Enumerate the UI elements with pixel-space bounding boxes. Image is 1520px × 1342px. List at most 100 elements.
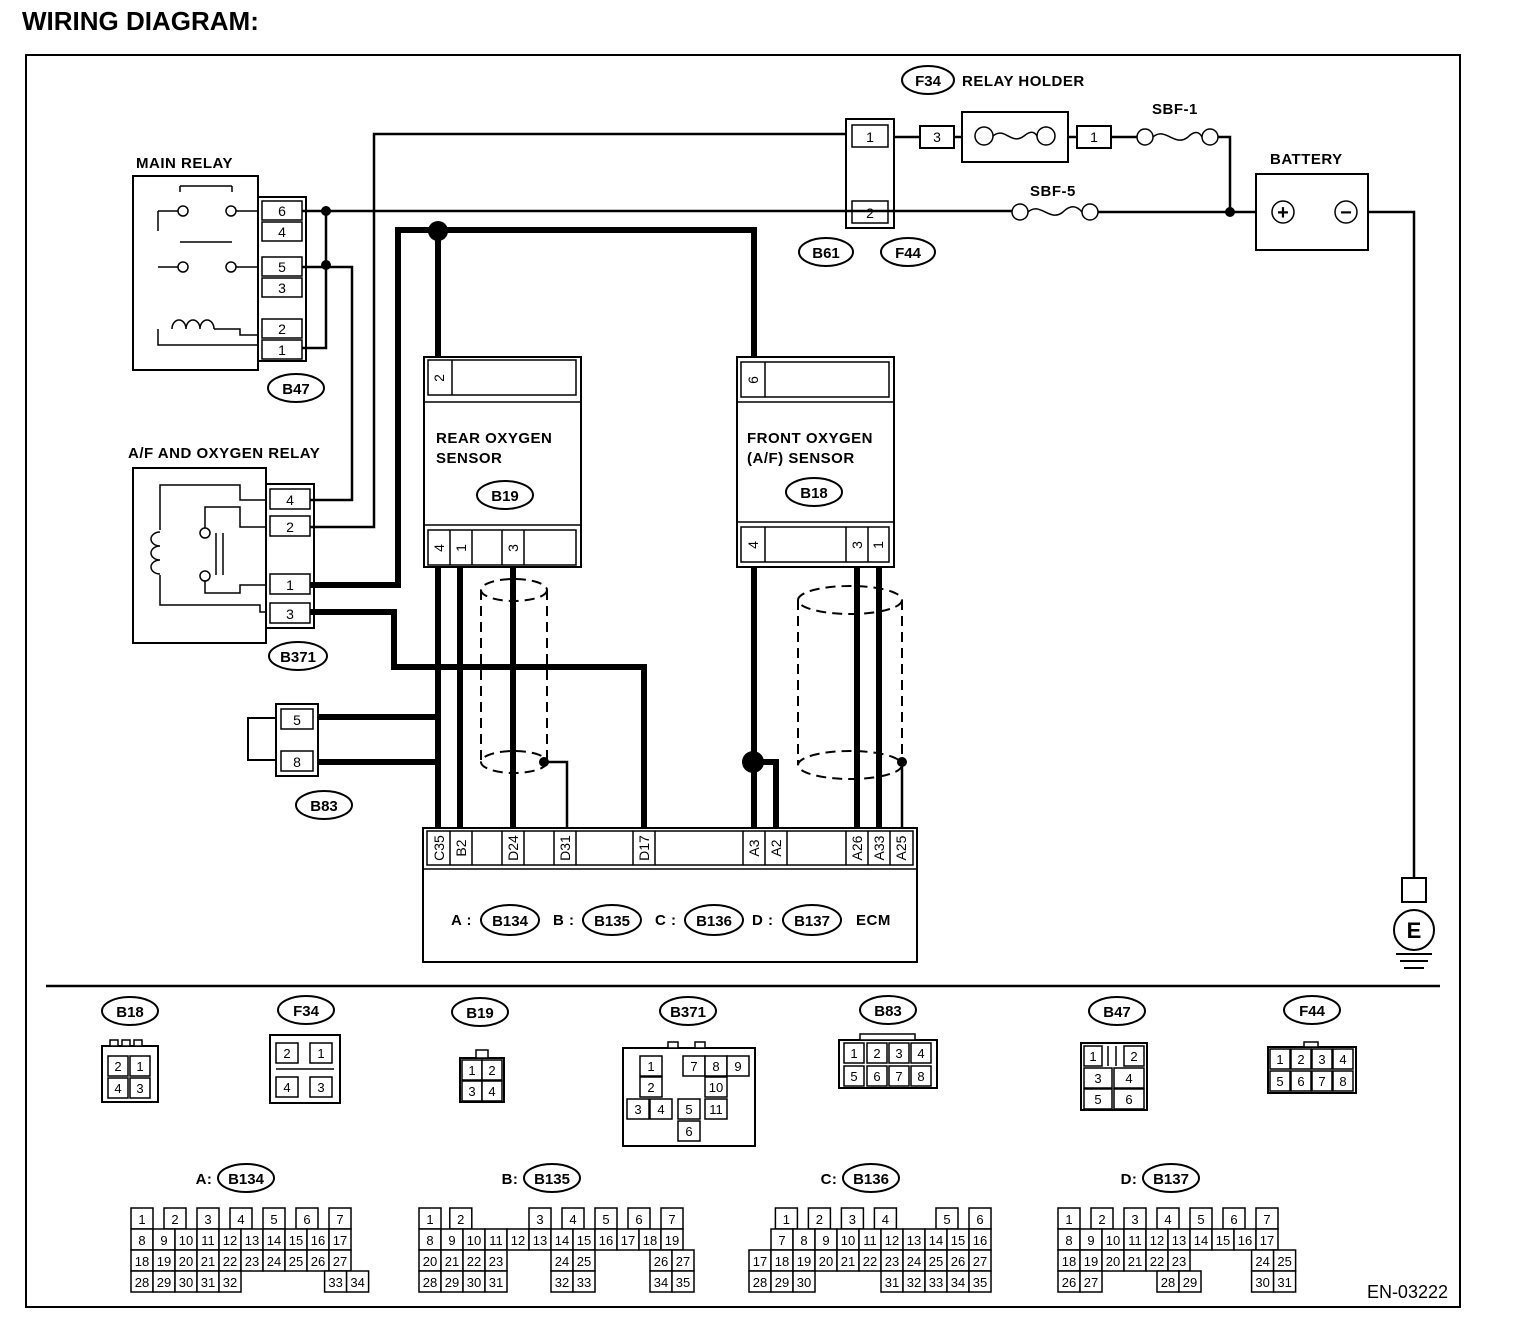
ecm-pin: D17	[636, 835, 652, 861]
pin-label: 1	[850, 1046, 857, 1061]
pin-label: 6	[1297, 1074, 1304, 1089]
front-sensor-label-2: (A/F) SENSOR	[747, 450, 855, 467]
f34-pin: 1	[1090, 129, 1098, 145]
pin-label: 17	[753, 1254, 767, 1269]
pin-label: 28	[1161, 1275, 1175, 1290]
svg-text:B134: B134	[492, 913, 529, 930]
pin-label: 2	[816, 1212, 823, 1227]
pin-label: 28	[753, 1275, 767, 1290]
pin-label: 3	[634, 1102, 641, 1117]
thin-wires	[302, 132, 1416, 880]
pin-label: 15	[577, 1233, 591, 1248]
pin-label: 30	[179, 1275, 193, 1290]
pin-label: 29	[445, 1275, 459, 1290]
pin-label: 7	[668, 1212, 675, 1227]
svg-text:B136: B136	[696, 913, 732, 930]
pin-label: 15	[289, 1233, 303, 1248]
b47-pin: 4	[278, 224, 286, 240]
pin-label: 11	[201, 1233, 215, 1248]
pin-label: 29	[775, 1275, 789, 1290]
pin-label: 6	[685, 1124, 692, 1139]
pin-label: 3	[1094, 1071, 1101, 1086]
pin-label: 11	[863, 1233, 877, 1248]
connector-prefix: C:	[821, 1171, 838, 1188]
doc-code: EN-03222	[1367, 1282, 1448, 1302]
pin-label: 19	[1084, 1254, 1098, 1269]
pin-label: 2	[1130, 1049, 1137, 1064]
sbf1-fuse-icon	[1152, 131, 1203, 141]
b83-pin: 5	[293, 712, 301, 728]
connector-prefix: B:	[502, 1171, 519, 1188]
pin-label: 2	[647, 1080, 654, 1095]
b19-pin: 3	[505, 544, 521, 552]
pin-label: 23	[245, 1254, 259, 1269]
pin-label: 3	[1131, 1212, 1138, 1227]
pin-label: 31	[201, 1275, 215, 1290]
ecm-prefix-d: D :	[752, 912, 774, 929]
pin-label: 9	[448, 1233, 455, 1248]
pin-label: 2	[873, 1046, 880, 1061]
pin-label: 28	[423, 1275, 437, 1290]
b371-pin: 4	[286, 492, 294, 508]
ecm-pin: A2	[768, 839, 784, 856]
svg-text:B19: B19	[491, 488, 519, 505]
pin-label: 30	[467, 1275, 481, 1290]
pin-label: 8	[1339, 1074, 1346, 1089]
pin-label: 13	[245, 1233, 259, 1248]
pin-label: 14	[555, 1233, 569, 1248]
pin-label: 19	[665, 1233, 679, 1248]
af-relay-label: A/F AND OXYGEN RELAY	[128, 445, 320, 462]
b18-tag	[785, 477, 843, 507]
b18-pin: 1	[870, 541, 886, 549]
b18-face-tag	[101, 996, 159, 1026]
pin-label: 33	[328, 1275, 342, 1290]
pin-label: 31	[1277, 1275, 1291, 1290]
pin-label: 27	[973, 1254, 987, 1269]
svg-text:B47: B47	[1103, 1004, 1131, 1021]
pin-label: 10	[179, 1233, 193, 1248]
pin-label: 26	[654, 1254, 668, 1269]
svg-text:B135: B135	[594, 913, 630, 930]
svg-text:B137: B137	[794, 913, 830, 930]
pin-label: 20	[819, 1254, 833, 1269]
svg-text:B371: B371	[670, 1004, 706, 1021]
svg-text:B18: B18	[800, 485, 828, 502]
battery-label: BATTERY	[1270, 151, 1343, 168]
pin-label: 24	[267, 1254, 281, 1269]
pin-label: 29	[1183, 1275, 1197, 1290]
pin-label: 34	[350, 1275, 364, 1290]
pin-label: 22	[1150, 1254, 1164, 1269]
pin-label: 4	[917, 1046, 924, 1061]
pin-label: 26	[311, 1254, 325, 1269]
pin-label: 7	[336, 1212, 343, 1227]
ecm-pin: A26	[849, 835, 865, 860]
sbf5-label: SBF-5	[1030, 183, 1076, 200]
pin-label: 35	[973, 1275, 987, 1290]
rear-sensor-label-1: REAR OXYGEN	[436, 430, 552, 447]
pin-label: 2	[114, 1059, 121, 1074]
pin-label: 3	[536, 1212, 543, 1227]
pin-label: 2	[1098, 1212, 1105, 1227]
pin-label: 1	[136, 1059, 143, 1074]
pin-label: 35	[676, 1275, 690, 1290]
b61-tag	[798, 237, 854, 267]
pin-label: 1	[138, 1212, 145, 1227]
pin-label: 10	[1106, 1233, 1120, 1248]
pin-label: 3	[468, 1084, 475, 1099]
ground-symbol: E	[1393, 877, 1435, 969]
pin-label: 17	[1260, 1233, 1274, 1248]
pin-label: 7	[1318, 1074, 1325, 1089]
svg-text:B83: B83	[310, 798, 338, 815]
pin-label: 1	[783, 1212, 790, 1227]
pin-label: 23	[885, 1254, 899, 1269]
connector-prefix: D:	[1121, 1171, 1138, 1188]
ecm-prefix-c: C :	[655, 912, 677, 929]
front-sensor-label-1: FRONT OXYGEN	[747, 430, 873, 447]
pin-label: 6	[635, 1212, 642, 1227]
pin-label: 4	[1164, 1212, 1171, 1227]
svg-text:F34: F34	[915, 73, 942, 90]
b137-tag	[782, 904, 842, 936]
